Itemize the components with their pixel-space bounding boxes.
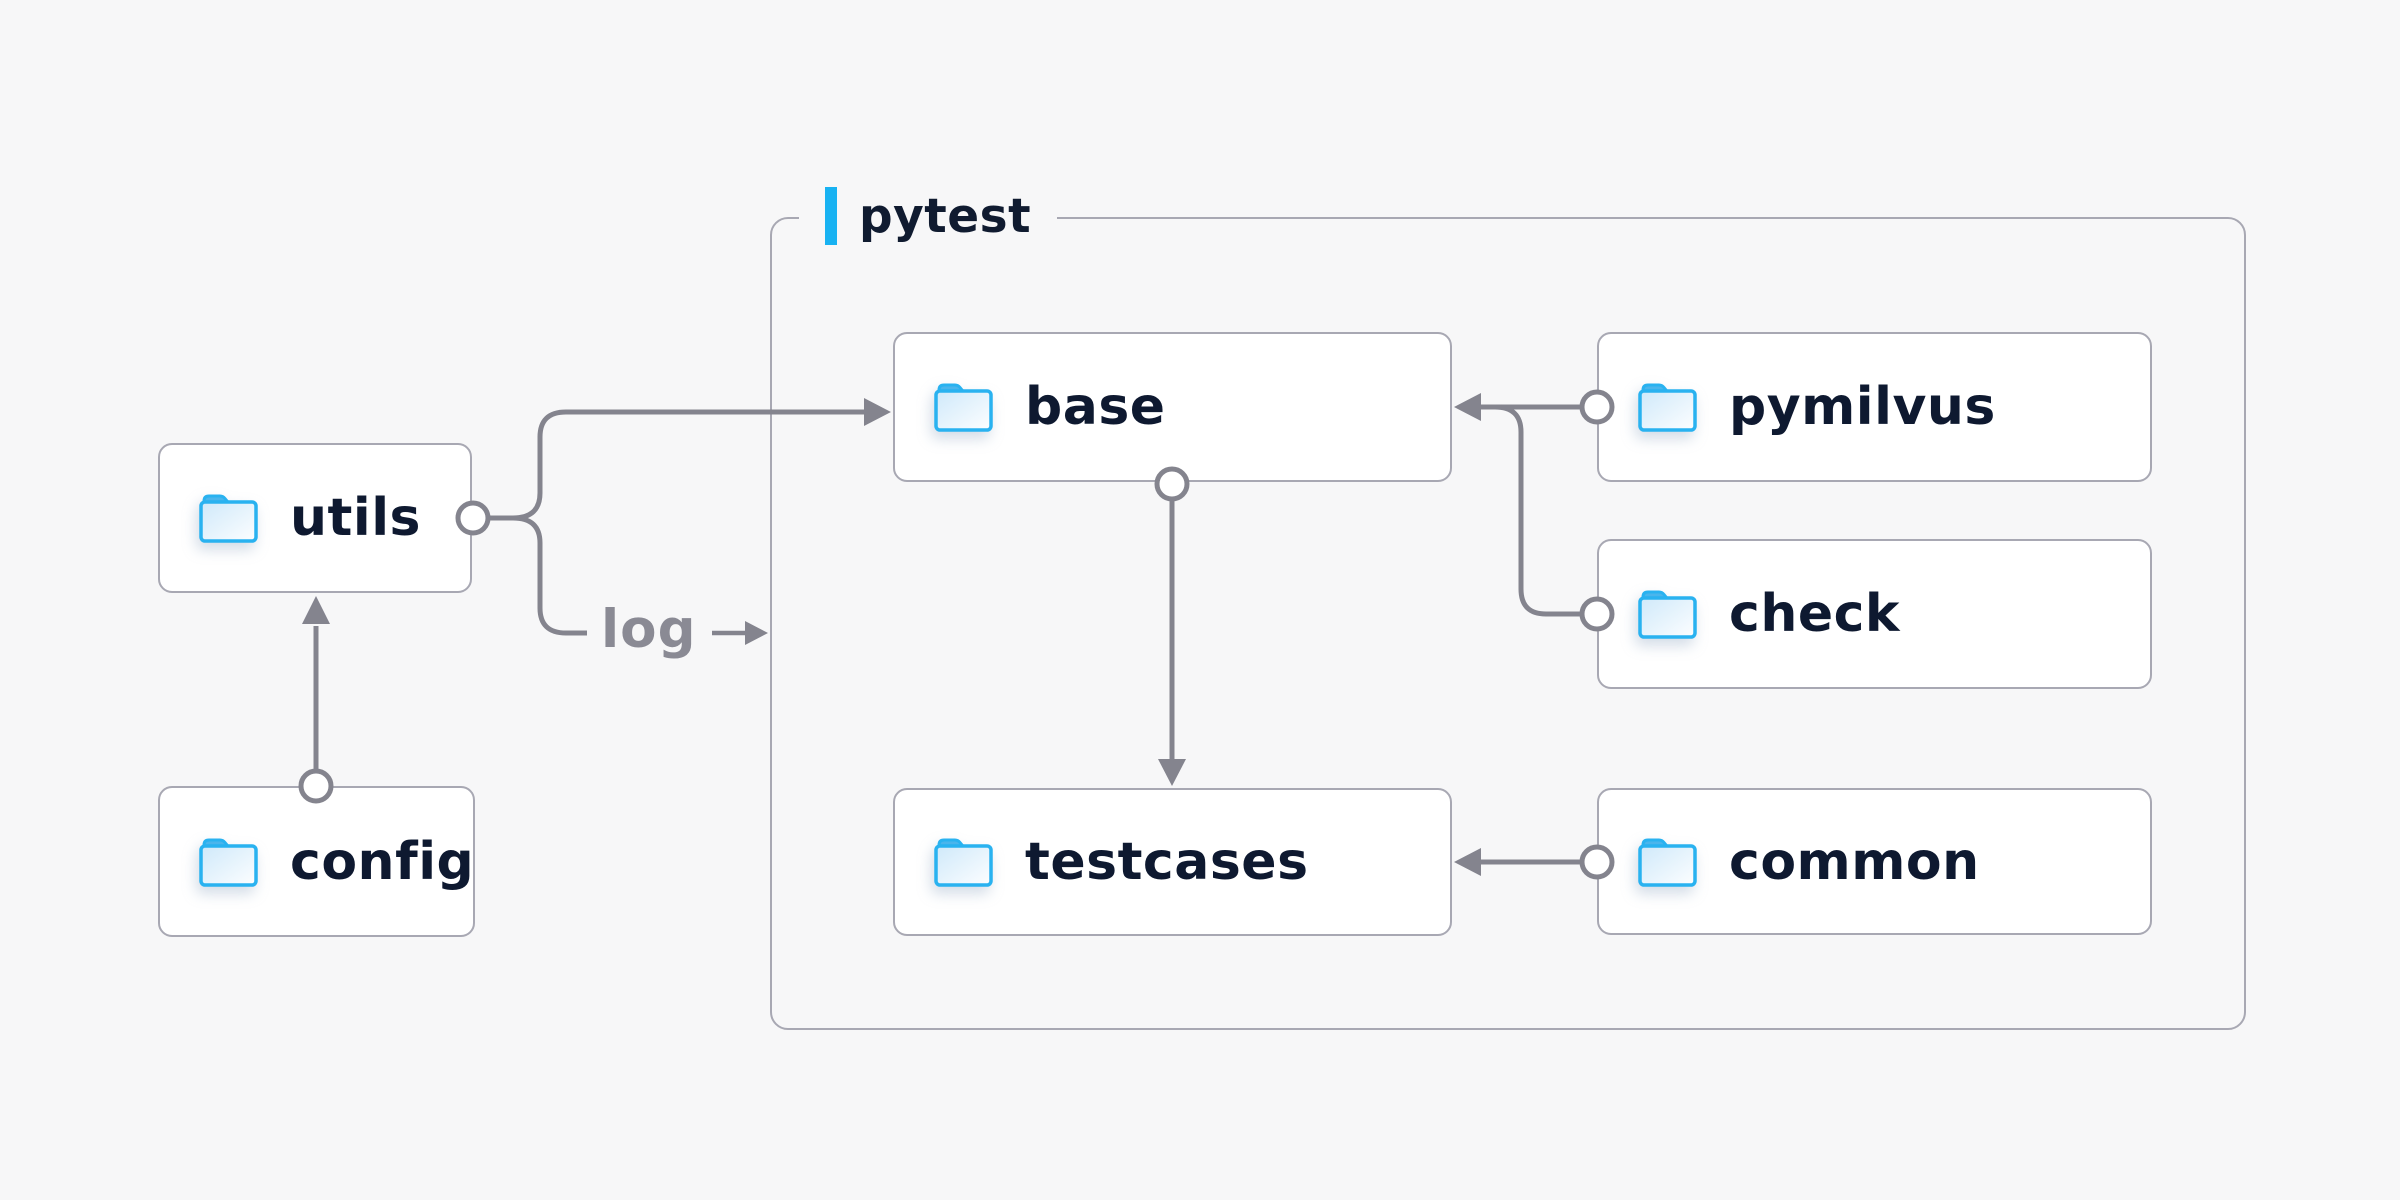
node-label: testcases — [1025, 832, 1309, 892]
folder-icon — [1638, 838, 1697, 887]
node-base: base — [893, 332, 1452, 482]
node-label: common — [1729, 831, 1980, 892]
node-utils: utils — [158, 443, 472, 593]
node-label: check — [1729, 584, 1901, 644]
pytest-group-label: pytest — [799, 184, 1058, 248]
node-pymilvus: pymilvus — [1597, 332, 2152, 482]
accent-bar — [825, 187, 837, 245]
folder-icon — [1638, 590, 1697, 639]
node-common: common — [1597, 788, 2152, 935]
folder-icon — [199, 494, 258, 543]
folder-icon — [1638, 383, 1697, 432]
folder-icon — [199, 838, 258, 887]
edge-label-log: log — [601, 598, 697, 660]
folder-icon — [934, 383, 993, 432]
node-testcases: testcases — [893, 788, 1452, 936]
node-label: utils — [290, 488, 421, 548]
node-label: config — [290, 831, 475, 892]
edge-config-utils — [302, 596, 330, 771]
group-title: pytest — [859, 188, 1032, 244]
node-label: pymilvus — [1729, 377, 1996, 437]
node-config: config — [158, 786, 475, 937]
pytest-group-container — [770, 217, 2246, 1030]
node-check: check — [1597, 539, 2152, 689]
node-label: base — [1025, 377, 1166, 437]
folder-icon — [934, 838, 993, 887]
